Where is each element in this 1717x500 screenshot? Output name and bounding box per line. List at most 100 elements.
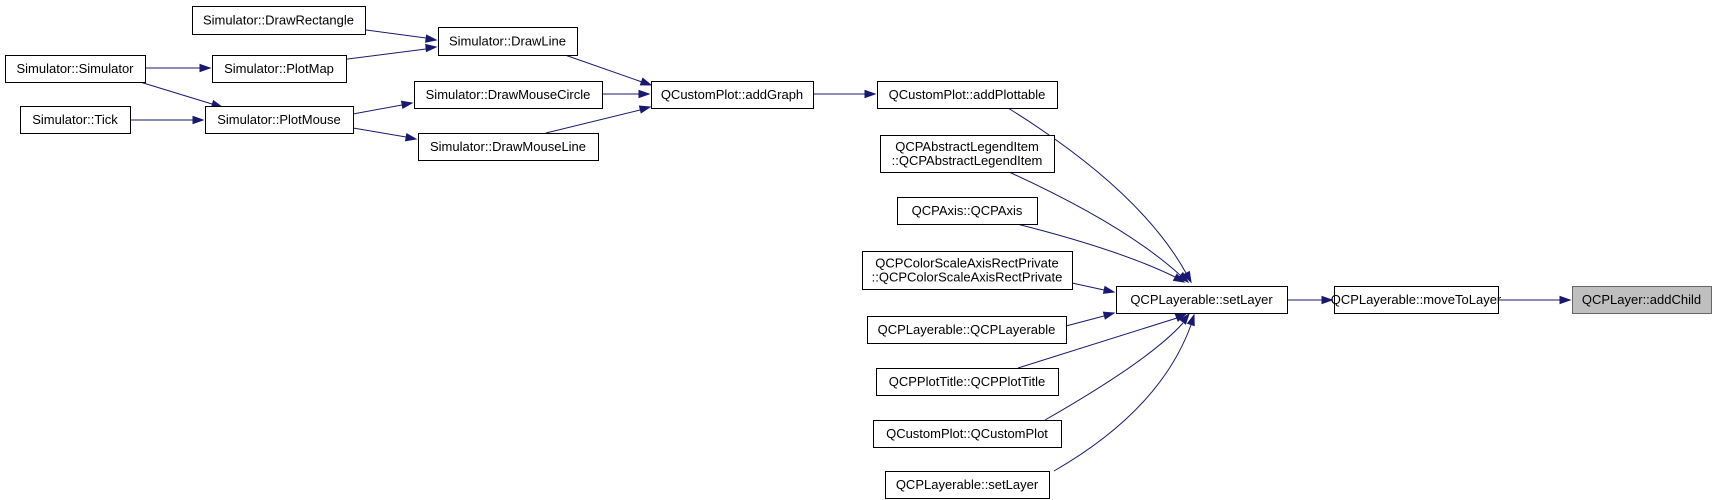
node-plottitle-ctor[interactable]: QCPPlotTitle::QCPPlotTitle	[876, 368, 1059, 396]
node-draw-rectangle[interactable]: Simulator::DrawRectangle	[192, 6, 366, 35]
edge-set_layer-to-move_to_layer	[1287, 295, 1334, 305]
node-label: QCPLayerable::setLayer	[1130, 292, 1273, 307]
edge-draw_line-to-add_graph	[564, 54, 653, 86]
edge-draw_mouse_line-to-add_graph	[545, 105, 652, 134]
node-set-layer-b[interactable]: QCPLayerable::setLayer	[885, 471, 1050, 499]
arrowhead-icon	[638, 105, 652, 114]
node-axis-ctor[interactable]: QCPAxis::QCPAxis	[897, 197, 1038, 225]
edge-line	[1053, 324, 1192, 472]
edge-plot_mouse-to-draw_mouse_line	[352, 127, 418, 142]
node-plot-mouse[interactable]: Simulator::PlotMouse	[205, 106, 354, 134]
node-box[interactable]	[5, 55, 146, 83]
node-box[interactable]	[212, 55, 347, 83]
node-plot-map[interactable]: Simulator::PlotMap	[212, 55, 347, 83]
node-label: Simulator::Simulator	[16, 61, 134, 76]
node-box[interactable]	[877, 81, 1058, 109]
node-box[interactable]	[418, 133, 599, 161]
edge-legend_item_ctor-to-set_layer	[1008, 171, 1190, 284]
node-label: QCPLayerable::moveToLayer	[1331, 292, 1502, 307]
node-customplot-ctor[interactable]: QCustomPlot::QCustomPlot	[873, 420, 1062, 448]
edge-line	[1008, 171, 1181, 276]
node-colorscale-ctor[interactable]: QCPColorScaleAxisRectPrivate::QCPColorSc…	[862, 251, 1073, 290]
edge-draw_rectangle-to-draw_line	[358, 28, 438, 43]
node-box[interactable]	[1572, 286, 1712, 314]
edge-line	[545, 109, 641, 134]
node-draw-mouse-line[interactable]: Simulator::DrawMouseLine	[418, 133, 599, 161]
node-legend-item-ctor[interactable]: QCPAbstractLegendItem::QCPAbstractLegend…	[880, 135, 1055, 173]
node-label: Simulator::DrawLine	[449, 34, 566, 49]
arrowhead-icon	[1179, 312, 1190, 325]
arrowhead-icon	[192, 115, 205, 125]
node-label: Simulator::DrawMouseCircle	[426, 87, 591, 102]
node-label: QCustomPlot::addPlottable	[889, 87, 1046, 102]
node-box[interactable]	[651, 81, 814, 109]
arrowhead-icon	[400, 100, 414, 109]
node-box[interactable]	[867, 316, 1067, 344]
node-label: ::QCPAbstractLegendItem	[892, 153, 1043, 168]
node-simulator-ctor[interactable]: Simulator::Simulator	[5, 55, 146, 83]
node-label: QCPColorScaleAxisRectPrivate	[875, 256, 1059, 271]
node-label: QCustomPlot::addGraph	[661, 87, 803, 102]
edge-line	[352, 127, 407, 138]
node-add-plottable[interactable]: QCustomPlot::addPlottable	[877, 81, 1058, 109]
arrowhead-icon	[1559, 295, 1572, 305]
node-box[interactable]	[414, 81, 603, 109]
node-set-layer[interactable]: QCPLayerable::setLayer	[1116, 286, 1288, 314]
node-label: QCPAbstractLegendItem	[895, 139, 1039, 154]
edge-line	[1016, 223, 1176, 278]
node-box[interactable]	[880, 135, 1055, 173]
edge-plottitle_ctor-to-set_layer	[1017, 313, 1188, 369]
node-label: QCPPlotTitle::QCPPlotTitle	[889, 374, 1046, 389]
node-draw-line[interactable]: Simulator::DrawLine	[438, 27, 578, 56]
node-box[interactable]	[20, 106, 131, 134]
node-label: Simulator::PlotMap	[224, 61, 334, 76]
edge-move_to_layer-to-add_child	[1498, 295, 1572, 305]
node-draw-mouse-circle[interactable]: Simulator::DrawMouseCircle	[414, 81, 603, 109]
nodes-layer: Simulator::DrawRectangleSimulator::DrawL…	[5, 6, 1712, 499]
edge-line	[1017, 317, 1178, 369]
node-label: QCustomPlot::QCustomPlot	[886, 426, 1048, 441]
edge-line	[1065, 315, 1105, 327]
arrowhead-icon	[1321, 295, 1334, 305]
edge-line	[339, 48, 427, 61]
edge-line	[1071, 282, 1105, 291]
edge-plot_map-to-draw_line	[339, 43, 438, 61]
node-box[interactable]	[438, 27, 578, 56]
node-move-to-layer[interactable]: QCPLayerable::moveToLayer	[1331, 286, 1502, 314]
edge-draw_mouse_circle-to-add_graph	[602, 89, 651, 99]
node-box[interactable]	[862, 251, 1073, 290]
node-box[interactable]	[885, 471, 1050, 499]
node-box[interactable]	[897, 197, 1038, 225]
edge-line	[358, 28, 427, 39]
arrowhead-icon	[639, 77, 653, 86]
node-label: Simulator::DrawMouseLine	[430, 139, 586, 154]
node-box[interactable]	[873, 420, 1062, 448]
edge-layerable_ctor-to-set_layer	[1065, 311, 1116, 327]
node-label: QCPLayerable::setLayer	[896, 477, 1039, 492]
edge-colorscale_ctor-to-set_layer	[1071, 282, 1116, 294]
node-label: QCPLayerable::QCPLayerable	[878, 322, 1056, 337]
node-layerable-ctor[interactable]: QCPLayerable::QCPLayerable	[867, 316, 1067, 344]
edge-line	[1044, 322, 1184, 421]
node-box[interactable]	[876, 368, 1059, 396]
arrowhead-icon	[425, 34, 438, 43]
edges-layer	[130, 28, 1572, 472]
edge-line	[564, 54, 643, 83]
node-label: ::QCPColorScaleAxisRectPrivate	[872, 270, 1063, 285]
arrowhead-icon	[1102, 285, 1116, 294]
node-box[interactable]	[1116, 286, 1288, 314]
node-box[interactable]	[1334, 286, 1499, 314]
node-label: QCPAxis::QCPAxis	[912, 203, 1023, 218]
node-box[interactable]	[192, 6, 366, 35]
edge-add_graph-to-add_plottable	[813, 89, 877, 99]
arrowhead-icon	[1186, 313, 1195, 327]
node-add-graph[interactable]: QCustomPlot::addGraph	[651, 81, 814, 109]
node-label: QCPLayer::addChild	[1582, 292, 1701, 307]
node-box[interactable]	[205, 106, 354, 134]
node-tick[interactable]: Simulator::Tick	[20, 106, 131, 134]
edge-line	[139, 81, 213, 105]
node-add-child[interactable]: QCPLayer::addChild	[1572, 286, 1712, 314]
node-label: Simulator::PlotMouse	[217, 112, 341, 127]
arrowhead-icon	[199, 63, 212, 73]
